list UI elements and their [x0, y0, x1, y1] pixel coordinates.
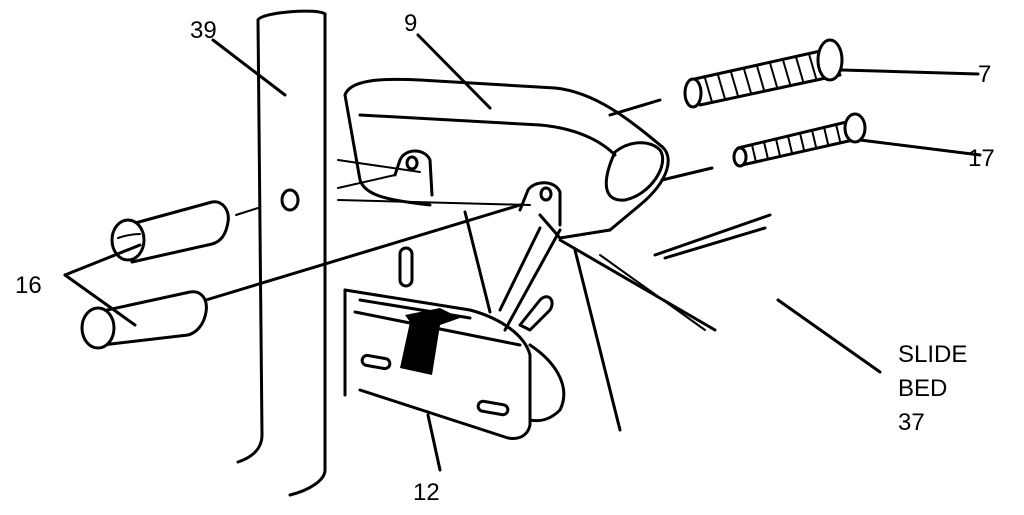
leader-9 [416, 33, 492, 110]
leader-slide-bed [776, 298, 882, 374]
bracket [343, 77, 670, 332]
bracket-ear-hole-right [539, 186, 553, 202]
slide-bed [558, 213, 772, 432]
pin-lower-threaded [660, 112, 867, 182]
plate-slot-left [360, 353, 392, 371]
callout-16: 16 [15, 272, 42, 299]
leader-17 [858, 138, 982, 157]
bracket-link-lines [337, 159, 531, 206]
callout-7: 7 [978, 61, 991, 88]
leader-7 [840, 68, 980, 76]
bracket-slot [398, 246, 414, 288]
bracket-ear-hole-left [405, 155, 419, 171]
leader-12 [426, 413, 442, 472]
plate [343, 288, 566, 440]
leader-16-upper [63, 243, 142, 277]
leader-lines [63, 33, 982, 472]
callout-17: 17 [968, 145, 995, 172]
plate-slot-right [476, 399, 510, 417]
callout-slide-bed-line2: BED [898, 375, 947, 402]
leader-16-lower [63, 273, 137, 327]
callout-39: 39 [190, 17, 217, 44]
clevis-pin-lower [80, 203, 522, 350]
clevis-pin-upper [110, 200, 259, 264]
leader-39 [211, 38, 287, 97]
pin-upper-threaded [608, 38, 844, 117]
callout-slide-bed-line1: SLIDE [898, 341, 967, 368]
bracket-lower-slot [518, 295, 554, 332]
callout-slide-bed-number: 37 [898, 409, 925, 436]
plate-tab [400, 308, 460, 375]
callout-12: 12 [413, 479, 440, 506]
frame-post [236, 9, 327, 497]
callout-9: 9 [404, 10, 417, 37]
post-hole [280, 188, 300, 212]
